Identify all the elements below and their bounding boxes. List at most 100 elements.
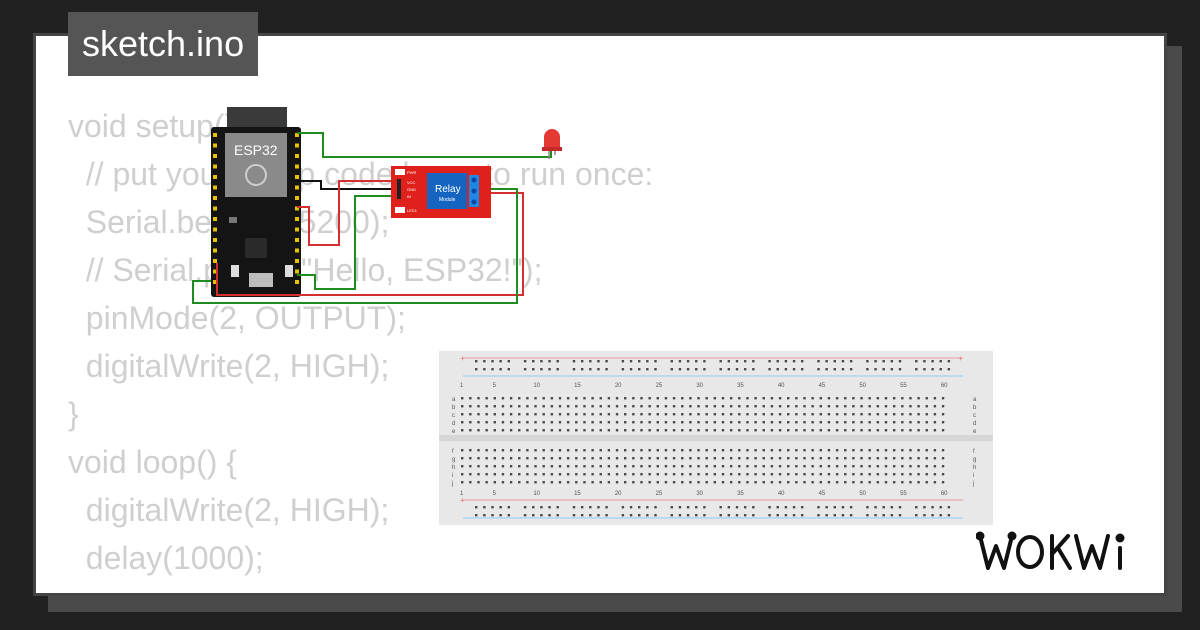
hole-icon bbox=[469, 449, 472, 452]
row-letter: d bbox=[973, 421, 976, 427]
hole-icon bbox=[672, 449, 676, 452]
hole-icon bbox=[509, 465, 513, 468]
hole-icon bbox=[947, 360, 951, 363]
hole-icon bbox=[925, 413, 928, 416]
hole-icon bbox=[624, 405, 627, 408]
hole-icon bbox=[738, 465, 741, 468]
pin-icon bbox=[213, 143, 217, 148]
hole-icon bbox=[485, 481, 488, 484]
hole-icon bbox=[841, 368, 845, 371]
hole-icon bbox=[925, 449, 928, 452]
hole-icon bbox=[703, 506, 706, 509]
hole-icon bbox=[719, 514, 722, 517]
hole-icon bbox=[605, 506, 608, 509]
hole-icon bbox=[542, 413, 545, 416]
hole-icon bbox=[501, 429, 505, 432]
hole-icon bbox=[575, 429, 578, 432]
hole-icon bbox=[841, 506, 845, 509]
hole-icon bbox=[615, 405, 619, 408]
hole-icon bbox=[580, 368, 584, 371]
hole-icon bbox=[876, 457, 880, 460]
hole-icon bbox=[646, 368, 649, 371]
hole-icon bbox=[835, 413, 839, 416]
hole-icon bbox=[727, 368, 731, 371]
hole-icon bbox=[852, 421, 855, 424]
hole-icon bbox=[461, 449, 464, 452]
hole-icon bbox=[654, 506, 657, 509]
hole-icon bbox=[681, 449, 684, 452]
hole-icon bbox=[518, 449, 521, 452]
hole-icon bbox=[672, 465, 676, 468]
hole-icon bbox=[477, 449, 480, 452]
hole-icon bbox=[485, 405, 488, 408]
hole-icon bbox=[629, 360, 633, 363]
hole-icon bbox=[509, 413, 513, 416]
column-number: 55 bbox=[900, 383, 907, 389]
hole-icon bbox=[844, 473, 847, 476]
hole-icon bbox=[697, 481, 700, 484]
hole-icon bbox=[866, 368, 869, 371]
hole-icon bbox=[493, 449, 496, 452]
hole-icon bbox=[738, 481, 741, 484]
hole-icon bbox=[681, 481, 684, 484]
hole-icon bbox=[640, 481, 643, 484]
hole-icon bbox=[898, 360, 902, 363]
hole-icon bbox=[811, 457, 814, 460]
hole-icon bbox=[534, 465, 537, 468]
hole-icon bbox=[575, 397, 578, 400]
hole-icon bbox=[746, 413, 749, 416]
hole-icon bbox=[599, 481, 602, 484]
hole-icon bbox=[925, 473, 928, 476]
hole-icon bbox=[607, 405, 611, 408]
hole-icon bbox=[884, 465, 888, 468]
hole-icon bbox=[526, 405, 529, 408]
hole-icon bbox=[738, 429, 741, 432]
hole-icon bbox=[523, 514, 527, 517]
hole-icon bbox=[917, 457, 920, 460]
hole-icon bbox=[884, 481, 888, 484]
hole-icon bbox=[795, 465, 798, 468]
hole-icon bbox=[656, 465, 659, 468]
hole-icon bbox=[901, 421, 904, 424]
hole-icon bbox=[672, 421, 676, 424]
hole-icon bbox=[860, 449, 863, 452]
row-letter: c bbox=[973, 413, 976, 419]
hole-icon bbox=[754, 397, 757, 400]
hole-icon bbox=[784, 360, 788, 363]
hole-icon bbox=[681, 473, 684, 476]
row-letter: c bbox=[452, 413, 455, 419]
hole-icon bbox=[705, 429, 708, 432]
hole-icon bbox=[624, 457, 627, 460]
hole-icon bbox=[811, 397, 814, 400]
hole-icon bbox=[852, 481, 855, 484]
wokwi-logo bbox=[976, 531, 1125, 570]
hole-icon bbox=[591, 429, 594, 432]
hole-icon bbox=[778, 449, 782, 452]
hole-icon bbox=[670, 506, 673, 509]
hole-icon bbox=[713, 473, 717, 476]
hole-icon bbox=[762, 405, 765, 408]
hole-icon bbox=[811, 481, 814, 484]
hole-icon bbox=[835, 449, 839, 452]
hole-icon bbox=[575, 473, 578, 476]
hole-icon bbox=[493, 465, 496, 468]
column-number: 50 bbox=[859, 491, 866, 497]
hole-icon bbox=[941, 397, 945, 400]
row-letter: i bbox=[452, 473, 453, 479]
hole-icon bbox=[689, 405, 692, 408]
relay-module[interactable]: Relay Module PWR LED1 VCC GND IN bbox=[391, 166, 491, 218]
hole-icon bbox=[827, 449, 831, 452]
hole-icon bbox=[738, 449, 741, 452]
hole-icon bbox=[624, 421, 627, 424]
hole-icon bbox=[589, 506, 592, 509]
hole-icon bbox=[892, 465, 896, 468]
hole-icon bbox=[941, 473, 945, 476]
hole-icon bbox=[770, 465, 774, 468]
hole-icon bbox=[787, 429, 790, 432]
esp32-board[interactable]: ESP32 bbox=[211, 107, 301, 297]
pin-icon bbox=[213, 280, 217, 284]
hole-icon bbox=[477, 405, 480, 408]
led[interactable] bbox=[542, 129, 562, 159]
